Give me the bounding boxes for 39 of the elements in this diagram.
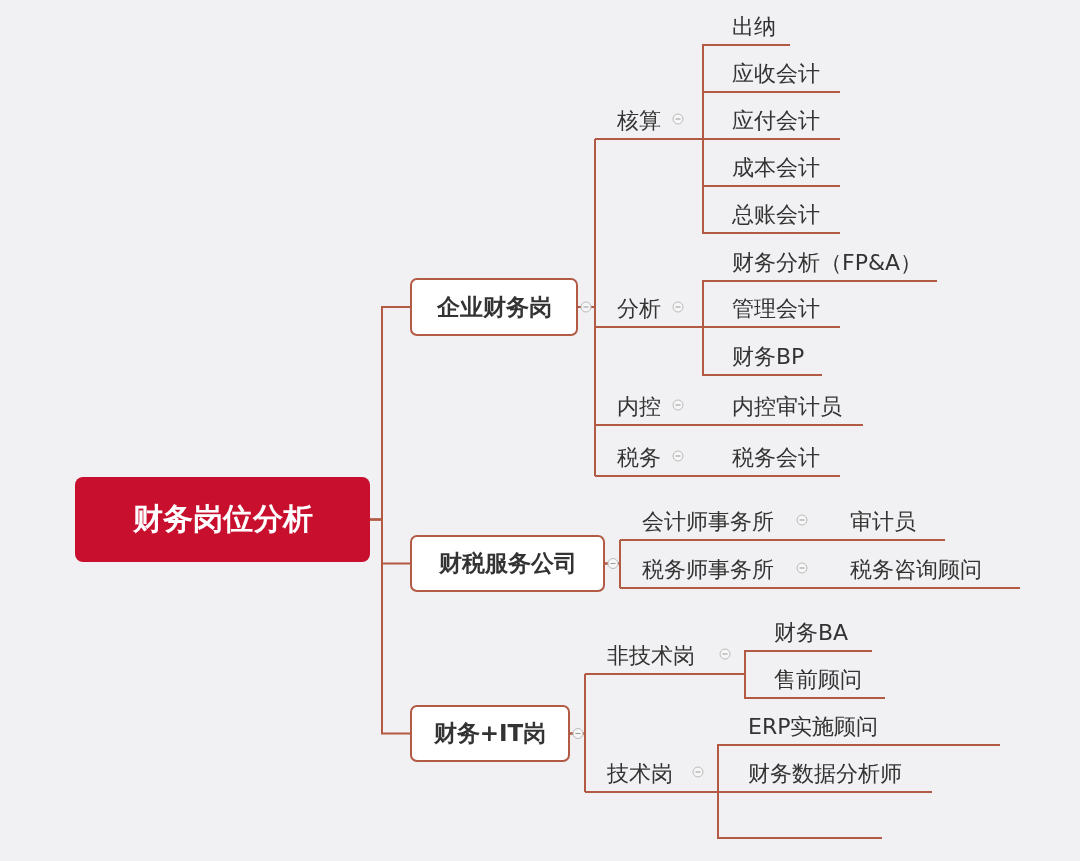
topic-label: 总账会计 [710, 198, 840, 234]
topic-box: 财税服务公司 [410, 535, 605, 592]
connector-line [687, 475, 711, 477]
topic-label: 核算 [595, 104, 688, 140]
connector-line [687, 326, 711, 376]
topic-label: 内控 [595, 390, 688, 426]
topic-label: 内控审计员 [710, 390, 863, 426]
connector-line [369, 518, 411, 735]
topic-label: 财务分析（FP&A） [710, 246, 937, 282]
topic-label: 财务BA [752, 616, 872, 652]
topic-label: 税务会计 [710, 441, 840, 477]
connector-line [569, 732, 586, 793]
topic-label: 出纳 [710, 10, 790, 46]
topic-label: 税务师事务所 [620, 553, 812, 589]
root-topic-box: 财务岗位分析 [75, 477, 370, 562]
topic-label: 审计员 [828, 505, 945, 541]
topic-label: 非技术岗 [585, 639, 735, 675]
connector-line [734, 673, 753, 699]
topic-label: 管理会计 [710, 292, 840, 328]
topic-label: ERP实施顾问 [726, 710, 1000, 746]
topic-label: 税务 [595, 441, 688, 477]
connector-line [687, 424, 711, 426]
topic-label: 财务BP [710, 340, 822, 376]
topic-label: 应付会计 [710, 104, 840, 140]
connector-line [811, 587, 829, 589]
connector-line [707, 791, 727, 839]
topic-label: 财务数据分析师 [726, 757, 932, 793]
topic-box: 企业财务岗 [410, 278, 578, 336]
connector-line [604, 562, 621, 589]
topic-label: 分析 [595, 292, 688, 328]
topic-label: 售前顾问 [752, 663, 885, 699]
connector-line [687, 138, 711, 234]
topic-box: 财务+IT岗 [410, 705, 570, 762]
topic-label: 税务咨询顾问 [828, 553, 1020, 589]
topic-label: 应收会计 [710, 57, 840, 93]
topic-label: 会计师事务所 [620, 505, 812, 541]
topic-label: 技术岗 [585, 757, 708, 793]
connector-line [811, 539, 829, 541]
topic-label: 成本会计 [710, 151, 840, 187]
